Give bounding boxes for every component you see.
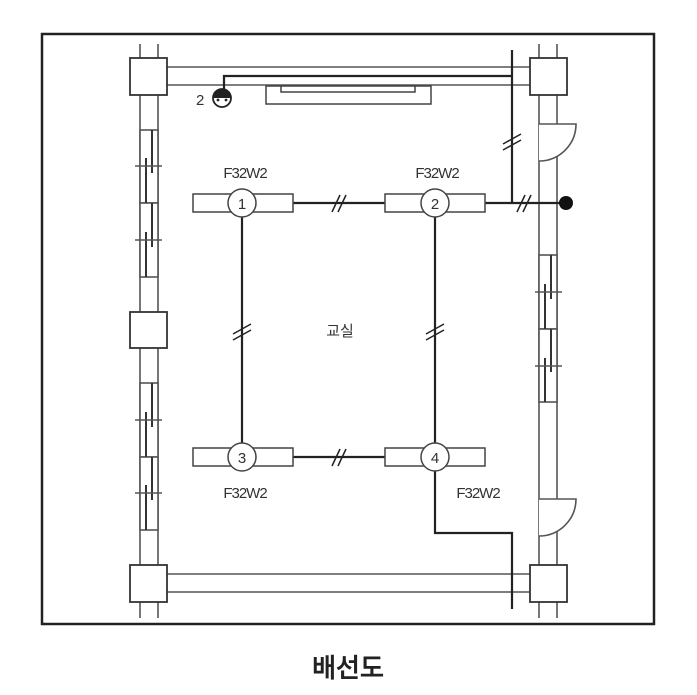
outlet: 2	[196, 88, 232, 109]
fixture-type-label: F32W2	[223, 165, 267, 182]
outlet-count: 2	[196, 92, 204, 109]
fixture-number: 3	[238, 450, 246, 467]
fixture-4: 4 F32W2	[384, 442, 501, 502]
wiring	[222, 50, 573, 609]
junction-dot	[559, 196, 573, 210]
fixture-number: 1	[238, 196, 246, 213]
fixture-number: 2	[431, 196, 439, 213]
windows	[135, 129, 562, 531]
fixture-type-label: F32W2	[223, 485, 267, 502]
fixture-type-label: F32W2	[415, 165, 459, 182]
room-label: 교실	[326, 323, 354, 340]
fixture-number: 4	[431, 450, 439, 467]
blackboard	[265, 85, 432, 105]
frame	[40, 32, 656, 626]
diagram-title: 배선도	[312, 654, 384, 684]
fixture-type-label: F32W2	[456, 485, 500, 502]
doors	[538, 123, 577, 537]
columns	[129, 57, 568, 603]
fixture-1: 1 F32W2	[192, 165, 294, 218]
wire-count-marks	[232, 133, 532, 467]
fixture-3: 3 F32W2	[192, 442, 294, 502]
fixture-2: 2 F32W2	[384, 165, 486, 218]
